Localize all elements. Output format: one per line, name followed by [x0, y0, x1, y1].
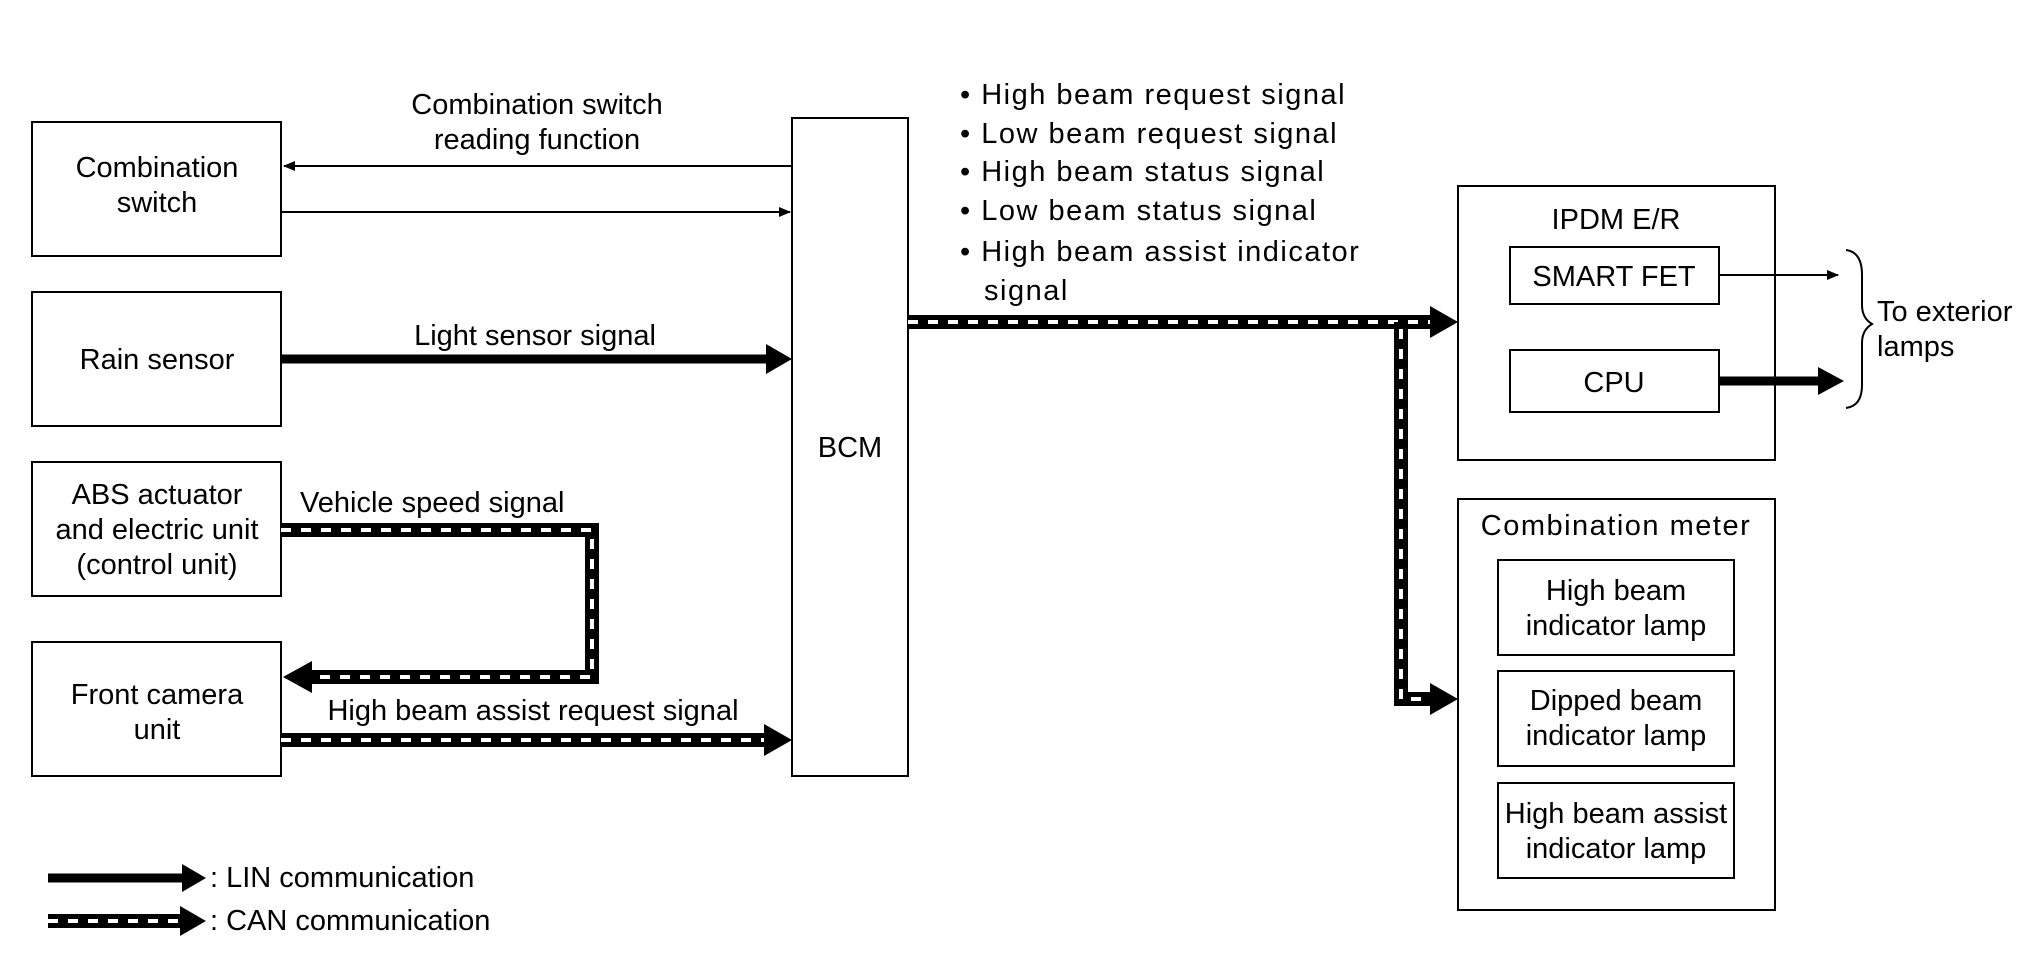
bcm-box: BCM — [791, 117, 909, 777]
legend-can-label: : CAN communication — [210, 905, 490, 937]
abs-unit-label-3: (control unit) — [76, 549, 237, 581]
legend-lin: : LIN communication — [48, 862, 474, 894]
high-beam-indicator-label-2: indicator lamp — [1526, 610, 1707, 642]
legend-lin-arrowhead — [182, 864, 206, 892]
hba-request-arrowhead — [764, 724, 792, 756]
bus-to-meter-arrowhead — [1430, 683, 1458, 715]
abs-unit-box: ABS actuator and electric unit (control … — [31, 461, 282, 597]
smart-fet-label: SMART FET — [1532, 261, 1696, 293]
combination-meter-box: Combination meter High beam indicator la… — [1457, 498, 1776, 911]
abs-unit-label-2: and electric unit — [55, 514, 258, 546]
cpu-output-arrowhead — [1818, 367, 1844, 395]
can-signal-item: • High beam assist indicator — [960, 236, 1360, 268]
vehicle-speed-line — [281, 523, 599, 684]
bus-to-meter-line-dash — [1399, 329, 1432, 701]
ipdm-box: IPDM E/R SMART FET CPU — [1457, 185, 1776, 461]
front-camera-box: Front camera unit — [31, 641, 282, 777]
combination-switch-box: Combination switch — [31, 121, 282, 257]
switch-reading-label-2: reading function — [434, 124, 640, 156]
dipped-beam-indicator-label-1: Dipped beam — [1530, 685, 1703, 717]
hba-indicator-box: High beam assist indicator lamp — [1497, 782, 1735, 879]
combination-switch-label-1: Combination — [76, 152, 239, 184]
legend-lin-label: : LIN communication — [210, 862, 474, 894]
hba-request-label: High beam assist request signal — [327, 695, 738, 727]
smart-fet-box: SMART FET — [1509, 246, 1720, 305]
can-signal-item: • Low beam status signal — [960, 195, 1317, 227]
front-camera-label-2: unit — [134, 714, 181, 746]
rain-sensor-label: Rain sensor — [80, 344, 235, 376]
high-beam-indicator-label-1: High beam — [1546, 575, 1686, 607]
combination-meter-label: Combination meter — [1481, 510, 1752, 542]
ipdm-label: IPDM E/R — [1552, 204, 1681, 236]
can-signal-item: • Low beam request signal — [960, 118, 1338, 150]
bcm-to-ipdm-arrowhead — [1430, 306, 1458, 338]
rain-sensor-box: Rain sensor — [31, 291, 282, 427]
dipped-beam-indicator-label-2: indicator lamp — [1526, 720, 1707, 752]
cpu-label: CPU — [1583, 367, 1644, 399]
to-exterior-label-1: To exterior — [1877, 296, 2013, 328]
vehicle-speed-arrow: Vehicle speed signal — [281, 487, 599, 693]
can-signal-item: • High beam status signal — [960, 156, 1325, 188]
exterior-lamps-brace — [1845, 249, 1874, 409]
can-signal-item: signal — [984, 275, 1069, 307]
hba-request-arrow: High beam assist request signal — [281, 695, 792, 756]
legend: : LIN communication : CAN communication — [48, 862, 490, 937]
vehicle-speed-line-dash — [281, 528, 594, 679]
legend-can: : CAN communication — [48, 905, 490, 937]
light-sensor-arrow: Light sensor signal — [281, 320, 792, 374]
vehicle-speed-label: Vehicle speed signal — [300, 487, 564, 519]
combination-switch-label-2: switch — [117, 187, 198, 219]
high-beam-indicator-box: High beam indicator lamp — [1497, 559, 1735, 656]
front-camera-label-1: Front camera — [71, 679, 244, 711]
light-sensor-arrowhead — [766, 344, 792, 374]
can-signal-item: • High beam request signal — [960, 79, 1346, 111]
switch-reading-label-1: Combination switch — [411, 89, 662, 121]
bcm-can-bus — [908, 306, 1458, 715]
hba-indicator-label-1: High beam assist — [1505, 798, 1727, 830]
cpu-box: CPU — [1509, 349, 1720, 413]
abs-unit-label-1: ABS actuator — [72, 479, 243, 511]
vehicle-speed-arrowhead — [283, 661, 312, 693]
bus-to-meter-line — [1394, 322, 1432, 706]
dipped-beam-indicator-box: Dipped beam indicator lamp — [1497, 670, 1735, 767]
legend-can-arrowhead — [180, 906, 206, 936]
ipdm-outputs: To exterior lamps — [1719, 249, 2013, 409]
bcm-label: BCM — [818, 432, 882, 464]
light-sensor-label: Light sensor signal — [414, 320, 656, 352]
hba-indicator-label-2: indicator lamp — [1526, 833, 1707, 865]
can-signal-list: • High beam request signal • Low beam re… — [960, 79, 1360, 307]
switch-reading-arrows: Combination switch reading function — [281, 89, 792, 217]
to-exterior-label-2: lamps — [1877, 331, 1954, 363]
